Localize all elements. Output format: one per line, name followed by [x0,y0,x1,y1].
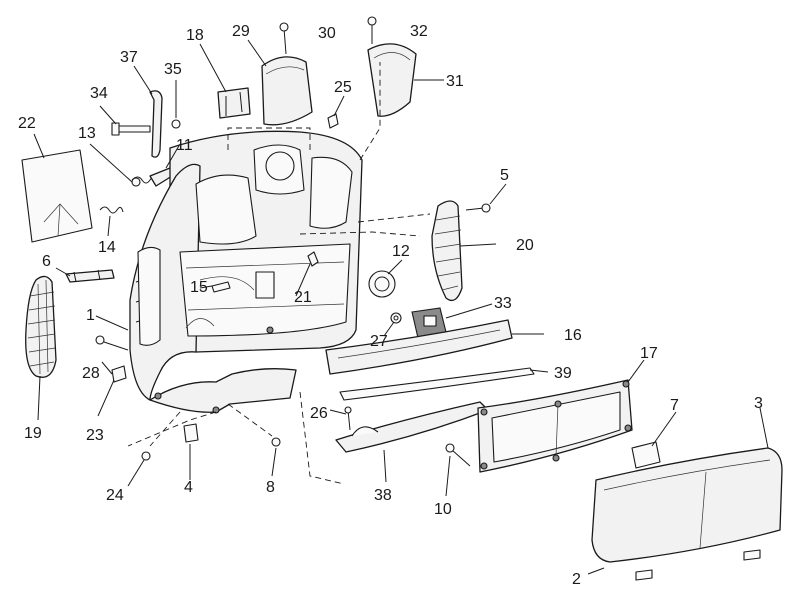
leader-lines [33,39,769,575]
callout-28: 28 [82,365,100,382]
part-17-frame [477,379,633,473]
part-27-screw [390,312,402,324]
part-12-ring [368,270,396,298]
callout-13: 13 [78,125,96,142]
part-7-plate [631,441,661,469]
part-35-nut [171,119,181,129]
part-19-left-grille [25,275,57,378]
part-31-cover [367,43,417,117]
callout-11: 11 [176,137,193,154]
callout-10: 10 [434,501,452,518]
part-10-screw [445,443,471,467]
callout-38: 38 [374,487,392,504]
callout-26: 26 [310,405,328,422]
part-1-inner-body [129,130,363,414]
callout-4: 4 [184,479,193,496]
part-21-bolt [307,251,319,267]
callout-29: 29 [232,23,250,40]
callout-35: 35 [164,61,182,78]
callout-17: 17 [640,345,658,362]
callout-1: 1 [86,307,95,324]
part-23-clip [111,365,127,383]
part-24-screw [141,451,151,461]
callout-12: 12 [392,243,410,260]
part-16-strip [325,319,513,375]
part-29-cover [261,56,313,126]
callout-22: 22 [18,115,36,132]
part-11-clip [149,167,173,187]
callout-7: 7 [670,397,679,414]
callout-27: 27 [370,333,388,350]
assembly-guides [127,62,431,485]
part-18-latch [217,87,251,119]
part-39-trim [339,367,535,401]
callout-3: 3 [754,395,763,412]
callout-20: 20 [516,237,534,254]
callout-32: 32 [410,23,428,40]
part-25-screw [327,113,339,129]
part-14-spring [99,206,124,214]
part-15-bolt [211,281,231,293]
part-34-bolt [111,122,151,136]
part-37-stay [149,90,163,158]
part-8-screw [271,437,281,447]
callout-21: 21 [294,289,312,306]
callout-19: 19 [24,425,42,442]
callout-37: 37 [120,49,138,66]
part-32-screw [367,16,377,44]
part-3-front-panel [591,447,783,581]
part-5-screw [465,203,491,213]
callout-8: 8 [266,479,275,496]
part-26-screw [344,406,352,431]
callout-16: 16 [564,327,582,344]
callout-6: 6 [42,253,51,270]
callout-labels: 1 2 3 4 5 6 7 8 10 11 12 13 14 15 16 17 … [18,23,763,588]
part-38-lower-trim [335,401,489,453]
part-6-bracket [65,269,115,283]
callout-33: 33 [494,295,512,312]
part-30-screw [279,22,289,55]
part-20-right-grille [431,200,463,302]
callout-31: 31 [446,73,464,90]
callout-15: 15 [190,279,208,296]
callout-2: 2 [572,571,581,588]
callout-25: 25 [334,79,352,96]
part-4-clip [183,423,199,443]
callout-39: 39 [554,365,572,382]
callout-5: 5 [500,167,509,184]
callout-24: 24 [106,487,124,504]
callout-14: 14 [98,239,116,256]
callout-23: 23 [86,427,104,444]
callout-34: 34 [90,85,108,102]
part-28-screw [95,335,129,351]
callout-18: 18 [186,27,204,44]
part-22-panel [21,149,93,243]
callout-30: 30 [318,25,336,42]
